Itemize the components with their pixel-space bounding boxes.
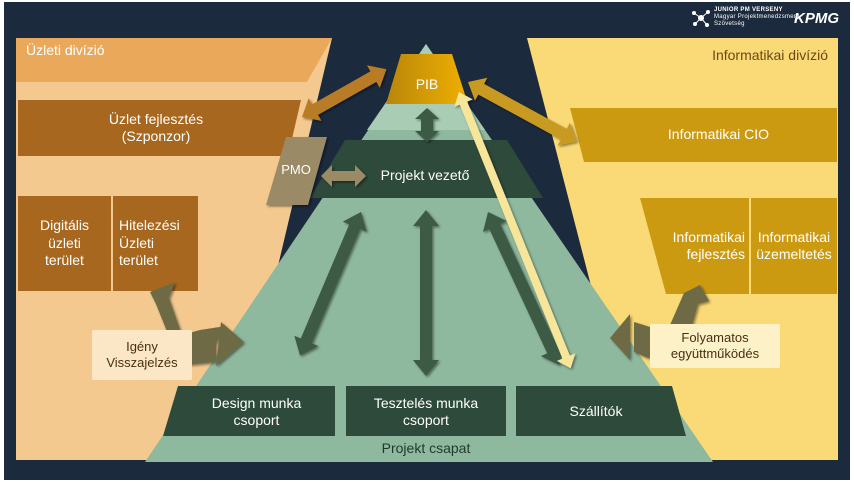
sponsor-pib-arrow xyxy=(302,65,387,121)
manager-suppliers-arrow xyxy=(482,212,565,366)
it-division-title: Informatikai divízió xyxy=(712,47,828,63)
pib-cio-arrow xyxy=(468,77,577,146)
manager-design-arrow xyxy=(294,212,367,356)
testing-group-label: Tesztelés munka csoport xyxy=(373,394,479,429)
cio-label: Informatikai CIO xyxy=(667,126,770,143)
sponsor-box xyxy=(18,100,301,156)
junior-pm-subtitle2: Szövetség xyxy=(714,21,745,27)
cooperation-label: Folyamatos együttműködés xyxy=(650,324,780,368)
project-manager-label: Projekt vezető xyxy=(380,167,470,184)
junior-pm-logo-icon xyxy=(692,10,710,27)
cio-box xyxy=(570,108,837,162)
pib-suppliers-arrow xyxy=(454,92,576,369)
manager-testing-arrow xyxy=(413,210,439,376)
kpmg-logo: KPMG xyxy=(794,10,839,27)
feedback-label: Igény Visszajelzés xyxy=(92,330,192,380)
it-ops-box xyxy=(751,198,837,294)
feedback-arrow xyxy=(150,282,244,366)
pmo-box xyxy=(266,137,327,205)
business-header-band xyxy=(16,38,332,82)
project-team-label: Projekt csapat xyxy=(381,440,471,457)
pib-label: PIB xyxy=(415,76,439,93)
pmo-manager-arrow xyxy=(321,165,366,187)
digital-area-box xyxy=(18,196,111,291)
junior-pm-title: JUNIOR PM VERSENY xyxy=(714,7,783,13)
pib-box xyxy=(386,54,468,104)
suppliers-box xyxy=(516,386,686,436)
business-division-title: Üzleti divízió xyxy=(26,42,105,58)
design-group-box xyxy=(163,386,335,436)
pib-manager-arrow xyxy=(415,108,439,142)
digital-area-label: Digitális üzleti terület xyxy=(39,217,89,269)
sponsor-label: Üzlet fejlesztés (Szponzor) xyxy=(108,110,204,145)
junior-pm-subtitle: Magyar Projektmenedzsment xyxy=(714,14,800,20)
credit-area-label: Hitelezési Üzleti terület xyxy=(119,217,180,269)
design-group-label: Design munka csoport xyxy=(211,394,302,429)
credit-area-box xyxy=(113,196,198,291)
arrows xyxy=(150,65,709,376)
it-dev-box xyxy=(640,198,749,294)
junior-pm-logo-text: JUNIOR PM VERSENY Magyar Projektmenedzsm… xyxy=(714,7,800,28)
testing-group-box xyxy=(346,386,506,436)
suppliers-label: Szállítók xyxy=(569,403,623,420)
pmo-label: PMO xyxy=(281,161,311,177)
it-ops-label: Informatikai üzemeltetés xyxy=(756,228,832,263)
logo-area: JUNIOR PM VERSENY Magyar Projektmenedzsm… xyxy=(690,5,850,31)
it-dev-label: Informatikai fejlesztés xyxy=(672,228,745,263)
